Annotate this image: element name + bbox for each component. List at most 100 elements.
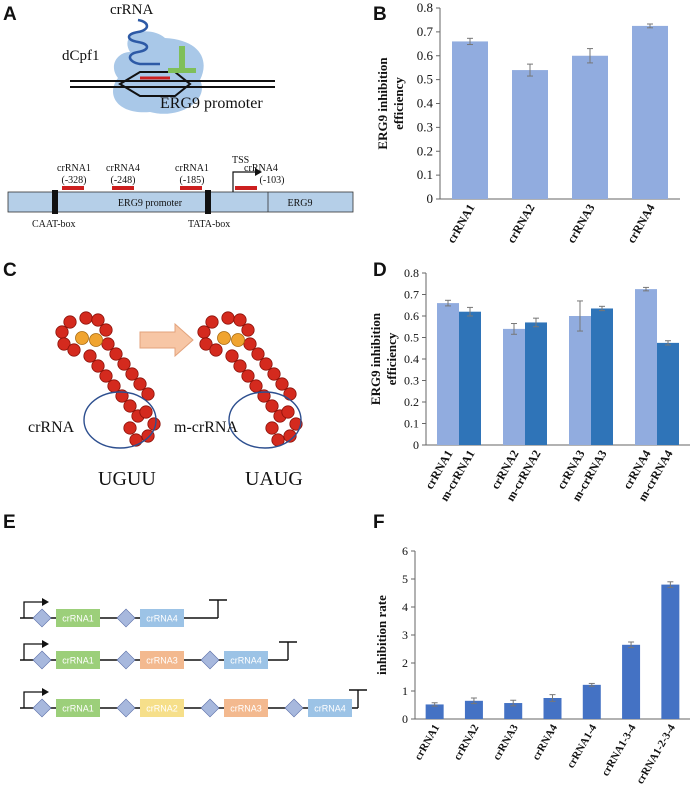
dcpf1-label: dCpf1 [62,48,100,64]
nucleotide-circle [67,343,81,357]
nucleotide-circle [83,349,97,363]
y-tick-label: 0.6 [417,48,434,63]
bar-crRNA2 [503,328,525,445]
x-tick-label-crRNA1: crRNA1 [444,202,477,246]
repeat-diamond-icon [200,698,220,718]
site-2-pos: (-248) [111,175,136,186]
repeat-diamond-icon [116,608,136,628]
bar-crRNA1-3-4 [622,644,641,719]
x-tick-label-crRNA1-2-3-4: crRNA1-2-3-4 [634,722,678,786]
site-1-mark [62,186,84,190]
panel-label-e: E [3,512,16,533]
y-axis-label: ERG9 inhibitionefficiency [368,312,399,405]
y-axis-label-line: efficiency [384,332,399,385]
nucleotide-circle [79,311,93,325]
nucleotide-circle [109,347,123,361]
spacer-box-crRNA3 [140,651,184,669]
site-2-mark [112,186,134,190]
x-tick-label-crRNA1-3-4: crRNA1-3-4 [600,722,639,778]
caat-box-marker [52,190,58,214]
nucleotide-circle [221,311,235,325]
promoter-box [7,191,354,213]
cpf1-schematic: crRNA dCpf1 ERG9 promoter [62,2,275,114]
y-tick-label: 0.3 [404,374,419,388]
nucleotide-circle [91,313,105,327]
x-tick-label-crRNA2: crRNA2 [452,722,482,762]
site-3-pos: (-185) [180,175,205,186]
nucleotide-circle [63,315,77,329]
spacer-box-crRNA3 [224,699,268,717]
y-tick-label: 0.1 [404,417,419,431]
bar-crRNA1 [452,41,488,199]
panel-label-f: F [373,512,385,533]
y-tick-label: 0.7 [404,288,419,302]
y-tick-label: 0.1 [417,167,433,182]
bar-m-crRNA3 [591,308,613,445]
y-tick-label: 0 [427,191,434,206]
box-gene-label: ERG9 [288,198,313,209]
nucleotide-circle [241,323,255,337]
tata-label: TATA-box [188,219,230,230]
x-tick-label-crRNA3: crRNA3 [491,722,521,762]
bar-crRNA3 [569,316,591,445]
spacer-label-crRNA4: crRNA4 [314,704,346,714]
y-tick-label: 0 [413,438,419,452]
nucleotide-circle [259,357,273,371]
caat-label: CAAT-box [32,219,76,230]
crrna-structure-label: crRNA [28,419,75,436]
nucleotide-circle [141,429,155,443]
y-tick-label: 0.2 [404,395,419,409]
promoter-map: ERG9 promoter ERG9 CAAT-box TATA-box crR… [7,155,354,230]
y-tick-label: 1 [402,684,408,698]
m-crrna-sequence: UAUG [245,468,303,490]
nucleotide-circle [233,359,247,373]
box-promoter-label: ERG9 promoter [118,198,183,209]
nucleotide-circle [197,325,211,339]
nucleotide-circle [139,405,153,419]
repression-bar-icon [168,68,196,73]
nucleotide-circle [241,369,255,383]
spacer-box-crRNA2 [140,699,184,717]
promoter-arrow-icon [42,598,49,606]
y-tick-label: 0.7 [417,24,434,39]
nucleotide-circle [99,369,113,383]
bar-m-crRNA2 [525,322,547,445]
nucleotide-circle [233,313,247,327]
y-tick-label: 6 [402,544,408,558]
x-tick-label-crRNA2: crRNA2 [504,202,537,246]
nucleotide-circle [129,433,143,447]
crrna-loop-circle [83,391,157,449]
site-4-mark [235,186,257,190]
tata-box-marker [205,190,211,214]
y-tick-label: 0.2 [417,143,433,158]
y-tick-label: 0.8 [417,0,433,15]
spacer-box-crRNA4 [224,651,268,669]
y-axis-label: ERG9 inhibitionefficiency [375,57,406,150]
spacer-label-crRNA4: crRNA4 [230,656,262,666]
nucleotide-circle [123,421,137,435]
spacer-label-crRNA2: crRNA2 [146,704,178,714]
nucleotide-circle [289,417,303,431]
site-4-pos: (-103) [260,175,285,186]
y-tick-label: 0.8 [404,266,419,280]
site-1-name: crRNA1 [57,163,91,174]
nucleotide-circle [141,387,155,401]
m-crrna-loop-circle [228,391,302,449]
repeat-diamond-icon [32,608,52,628]
bar-crRNA1 [425,704,444,719]
y-tick-label: 5 [402,572,408,586]
bar-crRNA1-4 [582,684,601,719]
spacer-label-crRNA3: crRNA3 [230,704,262,714]
site-1-pos: (-328) [62,175,87,186]
y-tick-label: 0.3 [417,119,433,134]
conversion-arrow-icon [139,322,194,358]
repression-stem-icon [179,46,185,70]
spacer-box-crRNA1 [56,651,100,669]
nucleotide-circle [57,337,71,351]
nucleotide-circle-highlight [231,333,245,347]
nucleotide-circle [281,405,295,419]
spacer-label-crRNA1: crRNA1 [62,704,94,714]
y-tick-label: 0.4 [404,352,419,366]
